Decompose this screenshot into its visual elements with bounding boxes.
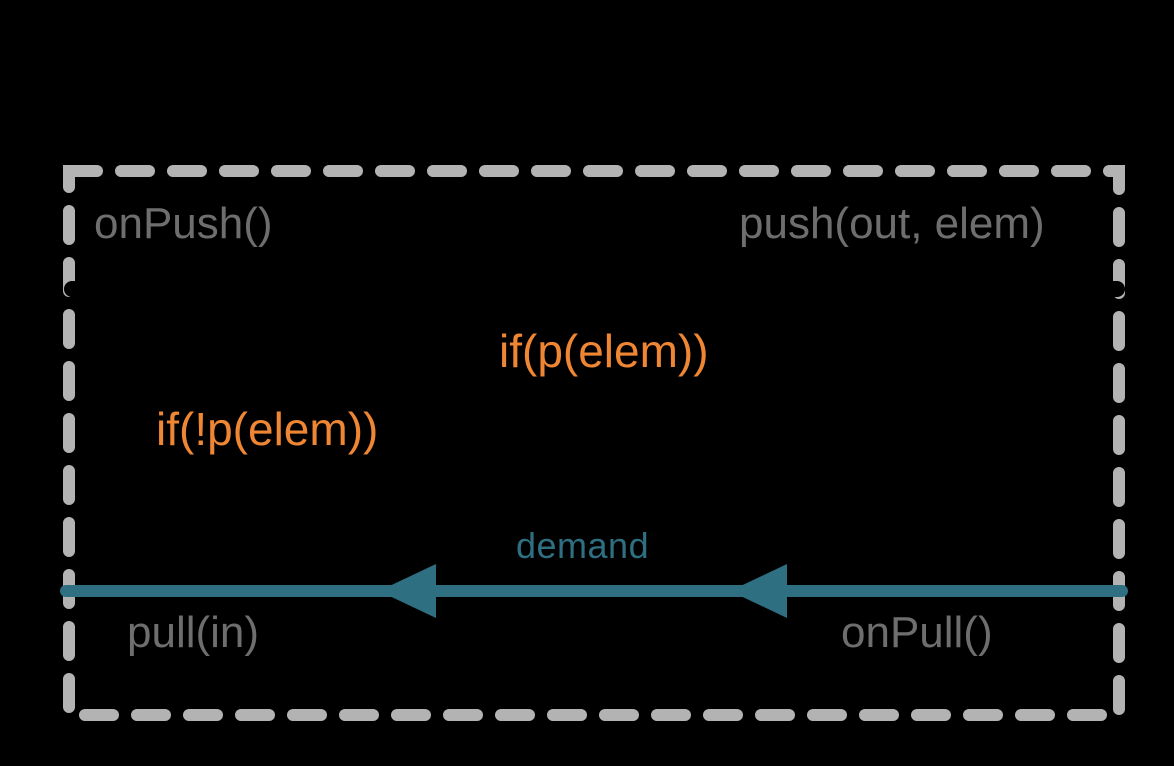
pull-in-label: pull(in) [127,608,260,657]
predicate-true-label: if(p(elem)) [499,325,709,377]
demand-arrowhead-left-icon [379,564,436,618]
push-out-label: push(out, elem) [739,199,1045,248]
stage-boundary-box [63,165,1125,721]
demand-arrowhead-mid-icon [730,564,787,618]
onpull-label: onPull() [841,608,993,657]
predicate-false-label: if(!p(elem)) [156,403,379,455]
demand-label: demand [516,525,650,566]
onpush-label: onPush() [94,199,273,248]
